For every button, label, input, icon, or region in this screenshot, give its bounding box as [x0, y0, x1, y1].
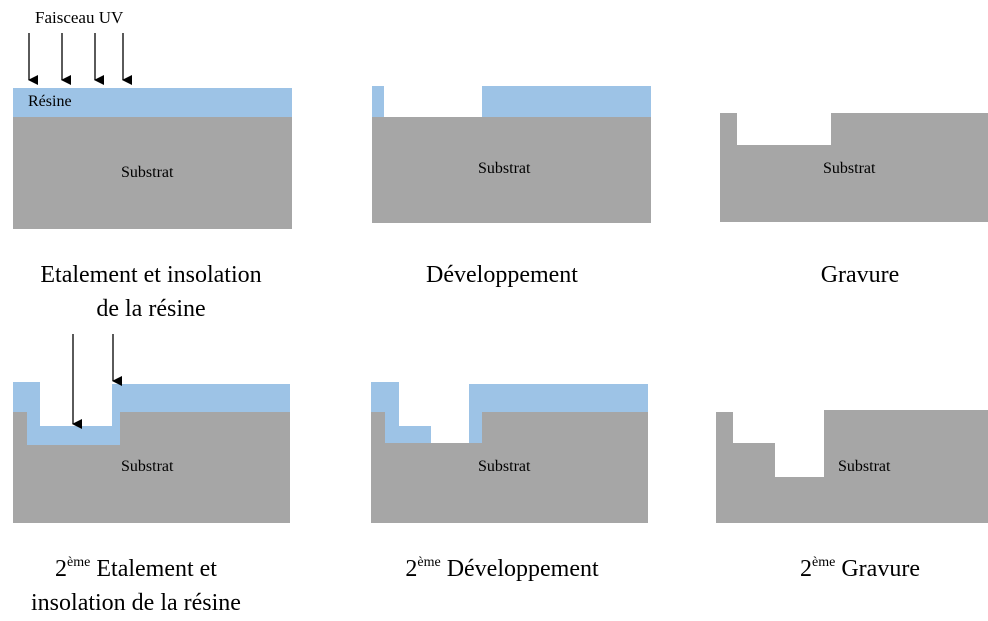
substrate-label: Substrat [838, 458, 891, 475]
resin-label: Résine [28, 93, 72, 110]
panel-5-second-development [371, 382, 648, 523]
caption-line: insolation de la résine [31, 590, 241, 616]
caption-line: 2ème Etalement et [0, 552, 272, 586]
substrate-label: Substrat [478, 458, 531, 475]
substrate-block [13, 117, 292, 229]
etched-substrate [13, 412, 290, 523]
caption-step-4: 2ème Etalement et insolation de la résin… [0, 552, 272, 620]
caption-step-6: 2ème Gravure [760, 552, 960, 586]
panel-4-second-exposure [13, 334, 290, 523]
substrate-label: Substrat [823, 160, 876, 177]
resist-block-right [482, 86, 651, 117]
substrate-block [372, 117, 651, 223]
resist-block-left [371, 382, 431, 443]
caption-text: Etalement et [90, 556, 217, 582]
resist-layer-conformal [13, 382, 290, 445]
etched-substrate [371, 412, 648, 523]
caption-text: Gravure [835, 556, 920, 582]
caption-line: de la résine [96, 296, 206, 322]
caption-line: Etalement et insolation [40, 262, 262, 288]
resist-block-right [469, 384, 648, 443]
ordinal-number: 2 [405, 556, 418, 582]
uv-beam-label: Faisceau UV [35, 8, 124, 27]
etched-substrate [716, 410, 988, 523]
ordinal-suffix: ème [812, 555, 836, 570]
resist-layer [13, 88, 292, 117]
caption-step-1: Etalement et insolation de la résine [0, 258, 302, 326]
panel-1-exposure [13, 33, 292, 229]
ordinal-number: 2 [800, 556, 813, 582]
etched-substrate [720, 113, 988, 222]
substrate-label: Substrat [121, 164, 174, 181]
panel-2-development [372, 86, 651, 223]
ordinal-number: 2 [55, 556, 68, 582]
ordinal-suffix: ème [67, 555, 91, 570]
ordinal-suffix: ème [417, 555, 441, 570]
caption-step-3: Gravure [820, 262, 900, 288]
resist-block-left [372, 86, 384, 117]
caption-text: Développement [440, 556, 599, 582]
panel-6-second-etching [716, 410, 988, 523]
caption-step-5: 2ème Développement [352, 552, 652, 586]
substrate-label: Substrat [478, 160, 531, 177]
panel-3-etching [720, 113, 988, 222]
substrate-label: Substrat [121, 458, 174, 475]
caption-step-2: Développement [426, 262, 578, 288]
